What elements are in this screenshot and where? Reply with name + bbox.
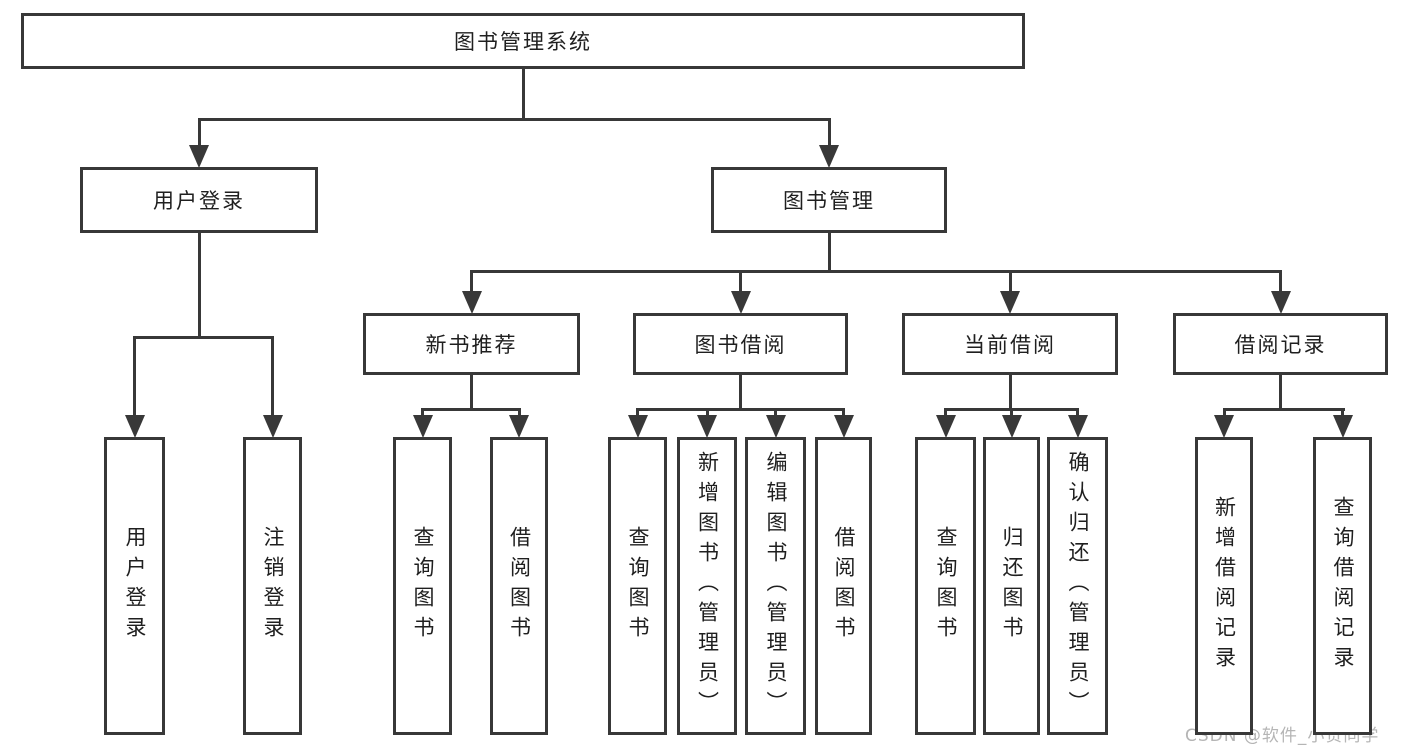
node-label: 注销登录 [261, 526, 285, 646]
connector-drop [828, 118, 831, 147]
connector-drop [1341, 408, 1344, 417]
node-login: 用户登录 [104, 437, 165, 735]
node-user-login: 用户登录 [80, 167, 318, 233]
node-label: 确认归还（管理员） [1066, 451, 1090, 721]
node-label: 查询图书 [411, 526, 435, 646]
arrowhead-down-icon [731, 291, 751, 314]
connector-bus [470, 270, 1282, 273]
connector-drop [1009, 270, 1012, 293]
connector-drop [706, 408, 709, 417]
node-label: 新书推荐 [425, 333, 518, 357]
connector-drop [842, 408, 845, 417]
arrowhead-down-icon [189, 145, 209, 168]
node-bb-borrow: 借阅图书 [815, 437, 872, 735]
node-new-book-rec: 新书推荐 [363, 313, 580, 375]
node-label: 新增图书（管理员） [695, 451, 720, 721]
connector-stem [828, 232, 831, 273]
node-bb-add: 新增图书（管理员） [677, 437, 737, 735]
arrowhead-down-icon [834, 415, 854, 438]
node-cb-confirm: 确认归还（管理员） [1047, 437, 1108, 735]
connector-stem [470, 374, 473, 411]
node-br-add: 新增借阅记录 [1195, 437, 1253, 735]
arrowhead-down-icon [1214, 415, 1234, 438]
node-bb-query: 查询图书 [608, 437, 667, 735]
node-root: 图书管理系统 [21, 13, 1025, 69]
node-logout: 注销登录 [243, 437, 302, 735]
node-rec-query: 查询图书 [393, 437, 452, 735]
arrowhead-down-icon [509, 415, 529, 438]
connector-drop [470, 270, 473, 293]
connector-stem [198, 232, 201, 339]
node-book-mgmt: 图书管理 [711, 167, 947, 233]
node-label: 借阅记录 [1234, 333, 1327, 357]
connector-drop [1010, 408, 1013, 417]
arrowhead-down-icon [1333, 415, 1353, 438]
arrowhead-down-icon [1002, 415, 1022, 438]
arrowhead-down-icon [1068, 415, 1088, 438]
node-label: 图书管理系统 [454, 30, 592, 54]
node-label: 查询图书 [626, 526, 650, 646]
node-label: 编辑图书（管理员） [764, 451, 788, 721]
node-bb-edit: 编辑图书（管理员） [745, 437, 806, 735]
node-label: 借阅图书 [832, 526, 856, 646]
arrowhead-down-icon [819, 145, 839, 168]
node-book-borrow: 图书借阅 [633, 313, 848, 375]
connector-stem [1279, 374, 1282, 411]
node-label: 当前借阅 [964, 333, 1056, 357]
connector-drop [636, 408, 639, 417]
node-cb-return: 归还图书 [983, 437, 1040, 735]
node-label: 查询借阅记录 [1331, 496, 1355, 676]
arrowhead-down-icon [125, 415, 145, 438]
node-label: 借阅图书 [507, 526, 532, 646]
arrowhead-down-icon [1000, 291, 1020, 314]
connector-drop [1076, 408, 1079, 417]
node-borrow-records: 借阅记录 [1173, 313, 1388, 375]
arrowhead-down-icon [766, 415, 786, 438]
connector-drop [739, 270, 742, 293]
connector-bus [133, 336, 274, 339]
arrowhead-down-icon [263, 415, 283, 438]
connector-stem [522, 68, 525, 121]
arrowhead-down-icon [936, 415, 956, 438]
arrowhead-down-icon [628, 415, 648, 438]
connector-bus [198, 118, 831, 121]
node-rec-borrow: 借阅图书 [490, 437, 548, 735]
connector-drop [518, 408, 521, 417]
node-label: 用户登录 [123, 526, 147, 646]
arrowhead-down-icon [1271, 291, 1291, 314]
connector-drop [1279, 270, 1282, 293]
node-label: 用户登录 [153, 189, 245, 213]
connector-stem [1009, 374, 1012, 411]
connector-bus [421, 408, 521, 411]
node-label: 图书管理 [783, 189, 875, 213]
connector-drop [774, 408, 777, 417]
connector-drop [421, 408, 424, 417]
connector-bus [636, 408, 845, 411]
connector-drop [133, 336, 136, 417]
connector-drop [944, 408, 947, 417]
node-label: 查询图书 [934, 526, 958, 646]
node-cb-query: 查询图书 [915, 437, 976, 735]
connector-drop [271, 336, 274, 417]
connector-stem [739, 374, 742, 411]
arrowhead-down-icon [462, 291, 482, 314]
node-current-borrow: 当前借阅 [902, 313, 1118, 375]
arrowhead-down-icon [413, 415, 433, 438]
connector-drop [198, 118, 201, 147]
connector-drop [1223, 408, 1226, 417]
node-label: 图书借阅 [694, 333, 787, 357]
node-label: 归还图书 [1000, 526, 1024, 646]
node-label: 新增借阅记录 [1212, 496, 1237, 676]
node-br-query: 查询借阅记录 [1313, 437, 1372, 735]
connector-bus [1223, 408, 1345, 411]
arrowhead-down-icon [697, 415, 717, 438]
